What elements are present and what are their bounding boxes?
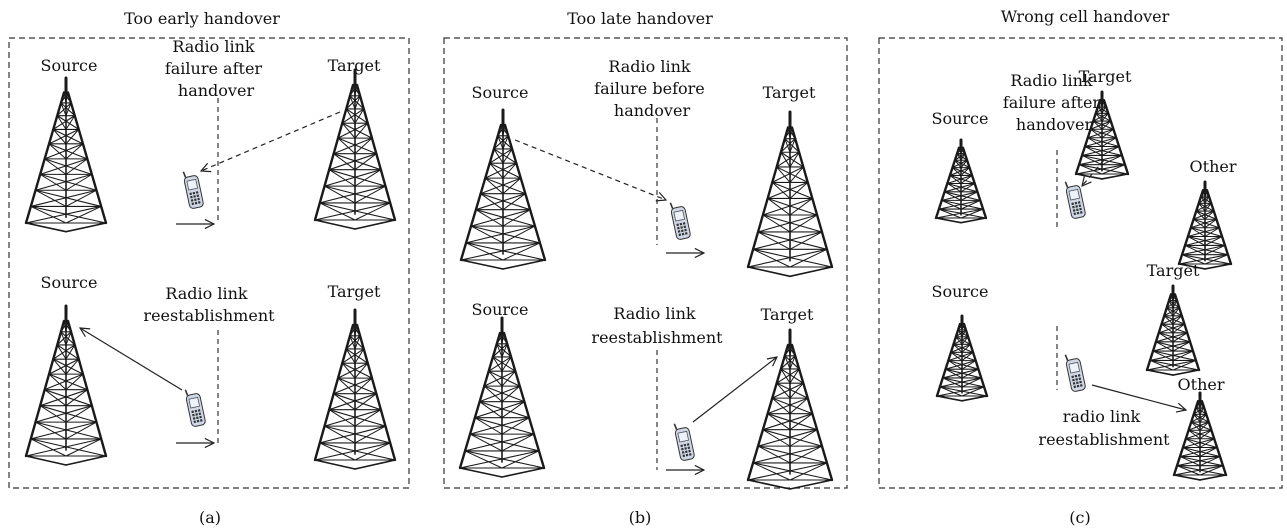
panel-b-bottom-event-label: Radio link reestablishment [591,304,723,347]
failed-link-arrow [201,111,341,171]
reestablishment-arrow [80,328,183,391]
panel-a-top-target-label: Target [328,56,381,75]
target-tower-icon [1145,284,1201,376]
panel-a-bottom-event-label: Radio link reestablishment [143,284,275,325]
panel-a-top-event-label: Radio link failure after handover [165,37,267,100]
target-tower-icon [1074,90,1130,180]
panel-b-top-event-label: Radio link failure before handover [594,57,710,120]
reestablishment-arrow [1091,384,1186,410]
target-tower-icon [746,328,834,490]
panel-b-top-source-label: Source [472,83,529,102]
panel-a-frame [8,37,410,489]
panel-b-top-target-label: Target [763,83,816,102]
panel-b-frame [443,37,848,489]
panel-b-bottom-source-label: Source [472,300,529,319]
panel-c-top-source-label: Source [932,109,989,128]
other-tower-icon [1172,391,1228,481]
panel-b-title: Too late handover [567,9,713,28]
other-tower-icon [1177,180,1233,270]
source-tower-icon [24,304,108,466]
panel-c-bottom-source-label: Source [932,282,989,301]
source-tower-icon [459,108,547,270]
panel-a-bottom-target-label: Target [328,282,381,301]
panel-c-title: Wrong cell handover [1001,7,1170,26]
mobile-phone-icon [1064,354,1086,392]
source-tower-icon [935,314,989,402]
mobile-phone-icon [673,423,695,461]
panel-a-top-source-label: Source [41,56,98,75]
panel-c-bottom-other-label: Other [1178,375,1225,394]
target-tower-icon [313,68,397,230]
source-tower-icon [458,316,546,478]
panel-c-bottom-target-label: Target [1147,261,1200,280]
source-tower-icon [24,76,108,233]
panel-c-bottom-event-label: radio link reestablishment [1038,407,1170,449]
panel-c-top-other-label: Other [1190,157,1237,176]
panel-b-bottom-target-label: Target [761,305,814,324]
mobile-phone-icon [182,171,204,209]
target-tower-icon [313,308,397,470]
source-tower-icon [934,138,988,224]
panel-a-caption: (a) [199,508,221,527]
panel-c-top-target-label: Target [1079,67,1132,86]
mobile-phone-icon [669,202,691,240]
mobile-phone-icon [184,389,206,427]
panel-b-caption: (b) [629,508,652,527]
failed-link-arrow [1082,159,1105,186]
panel-a-bottom-source-label: Source [41,273,98,292]
panel-a-title: Too early handover [124,9,280,28]
failed-link-arrow [514,139,666,200]
panel-c-top-event-label: Radio link failure after handover [1003,71,1105,134]
panel-c-caption: (c) [1069,508,1090,527]
mobile-phone-icon [1064,181,1086,219]
target-tower-icon [746,110,834,278]
panel-c-frame [878,37,1283,489]
reestablishment-arrow [692,357,777,423]
